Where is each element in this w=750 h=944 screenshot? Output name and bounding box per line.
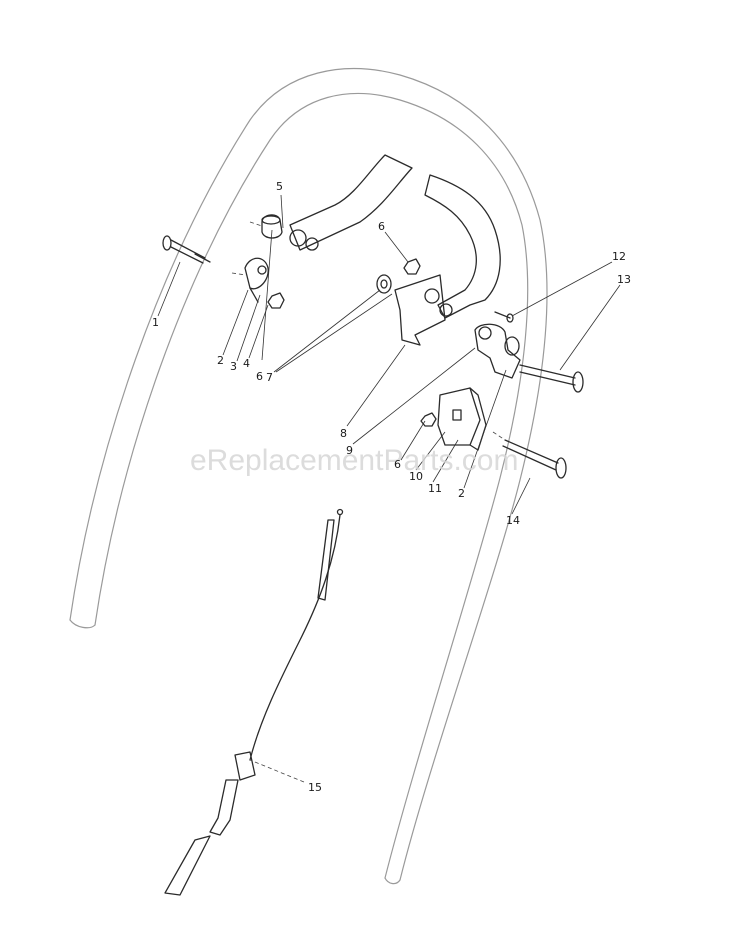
callout-labels: 1 2 3 4 6 7 5 6 8 9 6 10 11 2 12 13 14 1… xyxy=(152,180,631,794)
control-bail xyxy=(289,154,501,319)
callout-2: 2 xyxy=(217,354,224,367)
callout-13: 13 xyxy=(617,273,631,286)
nut-part-6 xyxy=(267,258,437,427)
callout-6-mid: 6 xyxy=(394,458,401,471)
callout-14: 14 xyxy=(506,514,520,527)
switch-box-part-11 xyxy=(437,387,487,451)
callout-1: 1 xyxy=(152,316,159,329)
long-bolt-part-13 xyxy=(519,364,584,393)
spring-clip-part-3 xyxy=(244,257,269,303)
long-bolt-part-14 xyxy=(502,439,567,479)
callout-15: 15 xyxy=(308,781,322,794)
leader-lines xyxy=(157,194,621,783)
callout-9: 9 xyxy=(346,444,353,457)
handle-tube xyxy=(69,68,548,885)
callout-10: 10 xyxy=(409,470,423,483)
bolt-part-1 xyxy=(162,235,211,264)
callout-2-right: 2 xyxy=(458,487,465,500)
watermark: eReplacementParts.com xyxy=(190,444,518,477)
callout-11: 11 xyxy=(428,482,442,495)
bushing-part-5 xyxy=(261,214,283,239)
bracket-part-8 xyxy=(394,274,446,346)
callout-6-top: 6 xyxy=(378,220,385,233)
callout-4: 4 xyxy=(243,357,250,370)
callout-6-left: 6 xyxy=(256,370,263,383)
lever-part-9 xyxy=(474,323,521,379)
screw-part-12 xyxy=(494,311,514,323)
callout-3: 3 xyxy=(230,360,237,373)
callout-8: 8 xyxy=(340,427,347,440)
cable-part-15 xyxy=(164,508,344,896)
callout-12: 12 xyxy=(612,250,626,263)
washer-part-7 xyxy=(376,274,392,294)
callout-7: 7 xyxy=(266,371,273,384)
callout-5: 5 xyxy=(276,180,283,193)
